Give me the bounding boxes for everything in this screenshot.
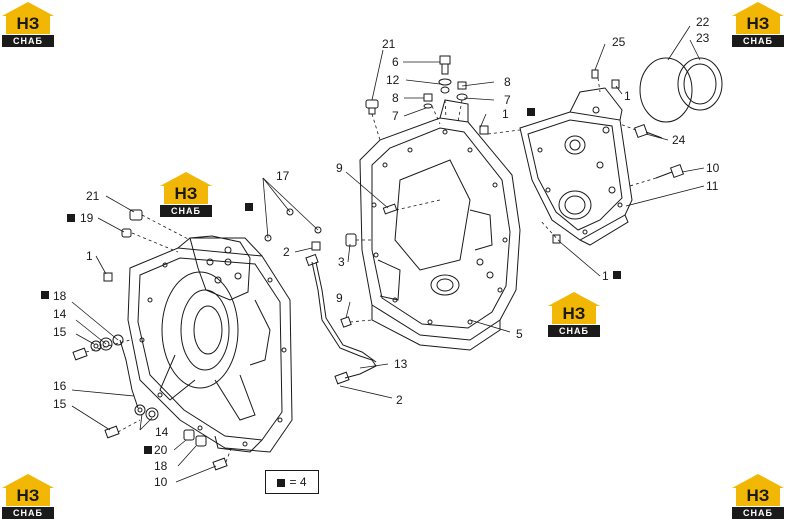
logo-top-text: НЗ [736, 14, 780, 34]
logo-top-text: НЗ [736, 486, 780, 506]
brand-logo-top-right: НЗ СНАБ [732, 2, 784, 48]
callout-9a: 9 [336, 161, 343, 175]
callout-3: 3 [338, 255, 345, 269]
converter-housing [127, 235, 293, 453]
callout-22: 22 [696, 15, 710, 29]
callout-21b: 21 [86, 189, 100, 203]
rear-cover [519, 87, 633, 246]
legend-markers [41, 108, 621, 454]
transmission-case [359, 99, 521, 351]
callout-16: 16 [53, 379, 67, 393]
cap-23 [677, 57, 723, 111]
callout-10a: 10 [706, 161, 720, 175]
logo-top-text: НЗ [6, 486, 50, 506]
callout-20: 20 [154, 443, 168, 457]
callout-5: 5 [516, 327, 523, 341]
legend-text: = 4 [289, 475, 307, 489]
callout-19: 19 [80, 211, 94, 225]
callout-6: 6 [392, 55, 399, 69]
callout-1c: 1 [86, 249, 93, 263]
legend-box: = 4 [265, 470, 319, 494]
callout-7a: 7 [392, 109, 399, 123]
callout-2a: 2 [283, 245, 290, 259]
callout-2b: 2 [396, 393, 403, 407]
callout-1b: 1 [624, 89, 631, 103]
o-ring-22 [639, 57, 693, 123]
oil-pipe-13 [311, 261, 377, 379]
brand-logo-top-left: НЗ СНАБ [2, 2, 54, 48]
logo-bottom-text: СНАБ [732, 35, 784, 47]
callout-15b: 15 [53, 397, 67, 411]
callout-8b: 8 [504, 75, 511, 89]
callout-8a: 8 [392, 91, 399, 105]
callout-1d: 1 [602, 269, 609, 283]
logo-bottom-text: СНАБ [2, 35, 54, 47]
logo-bottom-text: СНАБ [160, 205, 212, 217]
callout-10b: 10 [154, 475, 168, 489]
callout-14a: 14 [53, 307, 67, 321]
callout-11: 11 [706, 179, 719, 193]
brand-logo-center-right: НЗ СНАБ [548, 292, 600, 338]
legend-square-icon [277, 479, 286, 487]
brand-logo-center-left: НЗ СНАБ [160, 172, 212, 218]
callout-24: 24 [672, 133, 686, 147]
brand-logo-bottom-left: НЗ СНАБ [2, 474, 54, 520]
callout-21a: 21 [382, 37, 396, 51]
brand-logo-bottom-right: НЗ СНАБ [732, 474, 784, 520]
logo-bottom-text: СНАБ [2, 507, 54, 519]
callout-18b: 18 [154, 459, 168, 473]
callout-7b: 7 [504, 93, 511, 107]
logo-roof-icon [2, 474, 54, 488]
logo-roof-icon [2, 2, 54, 16]
logo-roof-icon [548, 292, 600, 306]
callout-25: 25 [612, 35, 626, 49]
logo-top-text: НЗ [6, 14, 50, 34]
logo-top-text: НЗ [552, 304, 596, 324]
callout-9b: 9 [336, 291, 343, 305]
logo-bottom-text: СНАБ [732, 507, 784, 519]
logo-bottom-text: СНАБ [548, 325, 600, 337]
callout-12: 12 [386, 73, 400, 87]
callout-14b: 14 [155, 425, 169, 439]
callout-1a: 1 [502, 107, 509, 121]
callout-15a: 15 [53, 325, 67, 339]
callout-23: 23 [696, 31, 710, 45]
pipe-16 [119, 339, 139, 409]
logo-top-text: НЗ [164, 184, 208, 204]
logo-roof-icon [160, 172, 212, 186]
callout-13: 13 [394, 357, 408, 371]
callout-17: 17 [276, 169, 290, 183]
logo-roof-icon [732, 2, 784, 16]
callout-18a: 18 [53, 289, 67, 303]
leader-lines [71, 25, 705, 483]
logo-roof-icon [732, 474, 784, 488]
